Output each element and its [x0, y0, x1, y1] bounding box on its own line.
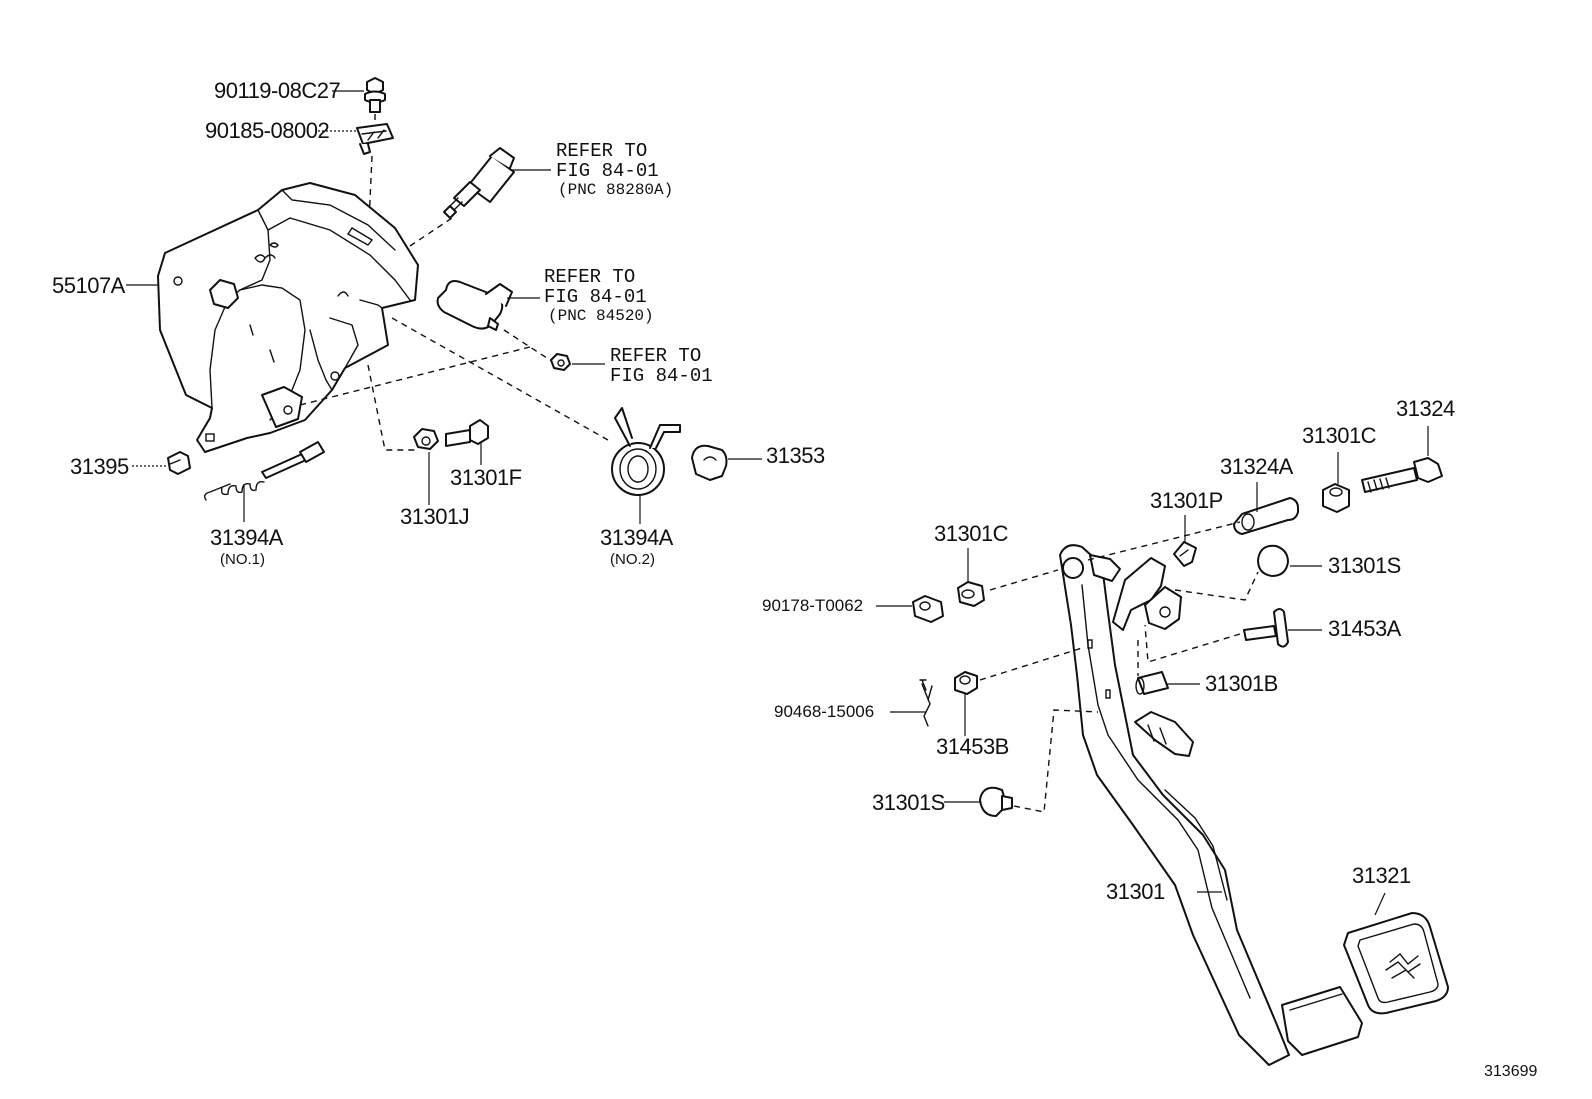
label-31395: 31395: [70, 454, 129, 479]
collar-31301c-top-part: [1322, 483, 1350, 513]
switch-88280a-part: [443, 147, 515, 219]
label-31394a-no2-note: (NO.2): [610, 551, 655, 568]
bracket-55107a-part: [157, 182, 419, 453]
ref3-line2: FIG 84-01: [610, 365, 713, 387]
nut-90185-part: [356, 123, 394, 155]
label-31453b: 31453B: [936, 734, 1009, 759]
nut-31301j-part: [413, 428, 439, 450]
label-31321: 31321: [1352, 863, 1411, 888]
pin-31453a-part: [1243, 608, 1289, 648]
label-31301j: 31301J: [400, 504, 469, 529]
bolt-31301f-part: [445, 419, 489, 447]
clip-31301p-part: [1173, 541, 1197, 567]
label-90468: 90468-15006: [774, 702, 874, 721]
ref3-line1: REFER TO: [610, 345, 701, 367]
label-31301c-left: 31301C: [934, 521, 1009, 546]
nut-ref3-part: [550, 353, 571, 371]
stopper-31301s-right-part: [1257, 544, 1289, 577]
figure-number: 313699: [1484, 1063, 1537, 1080]
clip-90468-part: [919, 679, 933, 727]
bolt-31324-part: [1361, 457, 1443, 493]
label-31394a-no1-note: (NO.1): [220, 551, 265, 568]
pedal-pad-31321-part: [1343, 912, 1449, 1015]
ref1-line2: FIG 84-01: [556, 160, 659, 182]
ref2-line2: FIG 84-01: [544, 286, 647, 308]
label-31324a: 31324A: [1220, 454, 1294, 479]
collar-31301c-left-part: [957, 581, 985, 607]
label-31353: 31353: [766, 443, 825, 468]
label-31301p: 31301P: [1150, 488, 1223, 513]
label-90119: 90119-08C27: [214, 78, 340, 103]
ref1-line1: REFER TO: [556, 140, 647, 162]
stopper-31301s-left-part: [979, 786, 1013, 817]
ref2-line1: REFER TO: [544, 266, 635, 288]
label-31301c-top: 31301C: [1302, 423, 1377, 448]
collar-31324a-part: [1233, 497, 1299, 535]
label-90185: 90185-08002: [205, 118, 329, 143]
spring-31394a-no2-part: [611, 407, 681, 496]
label-31324: 31324: [1396, 396, 1455, 421]
bolt-90119-part: [364, 77, 386, 113]
cushion-31395-part: [167, 451, 191, 475]
sensor-84520-part: [436, 280, 513, 331]
spring-31394a-no1-part: [203, 441, 325, 501]
nut-90178-part: [912, 595, 944, 623]
label-31301b: 31301B: [1205, 671, 1278, 696]
bushing-31353-part: [691, 444, 728, 481]
label-31301s-right: 31301S: [1328, 553, 1401, 578]
pedal-arm-31301-part: [1059, 544, 1363, 1066]
label-31301f: 31301F: [450, 465, 522, 490]
cushion-31301b-part: [1135, 671, 1169, 695]
label-90178: 90178-T0062: [762, 596, 863, 615]
label-31301: 31301: [1106, 879, 1165, 904]
ref1-line3: (PNC 88280A): [558, 181, 673, 199]
label-31453a: 31453A: [1328, 616, 1402, 641]
bushing-31453b-part: [954, 671, 978, 695]
label-55107a: 55107A: [52, 273, 126, 298]
label-31301s-left: 31301S: [872, 790, 945, 815]
label-31394a-no2: 31394A: [600, 525, 674, 550]
ref2-line3: (PNC 84520): [548, 307, 654, 325]
label-31394a-no1: 31394A: [210, 525, 284, 550]
